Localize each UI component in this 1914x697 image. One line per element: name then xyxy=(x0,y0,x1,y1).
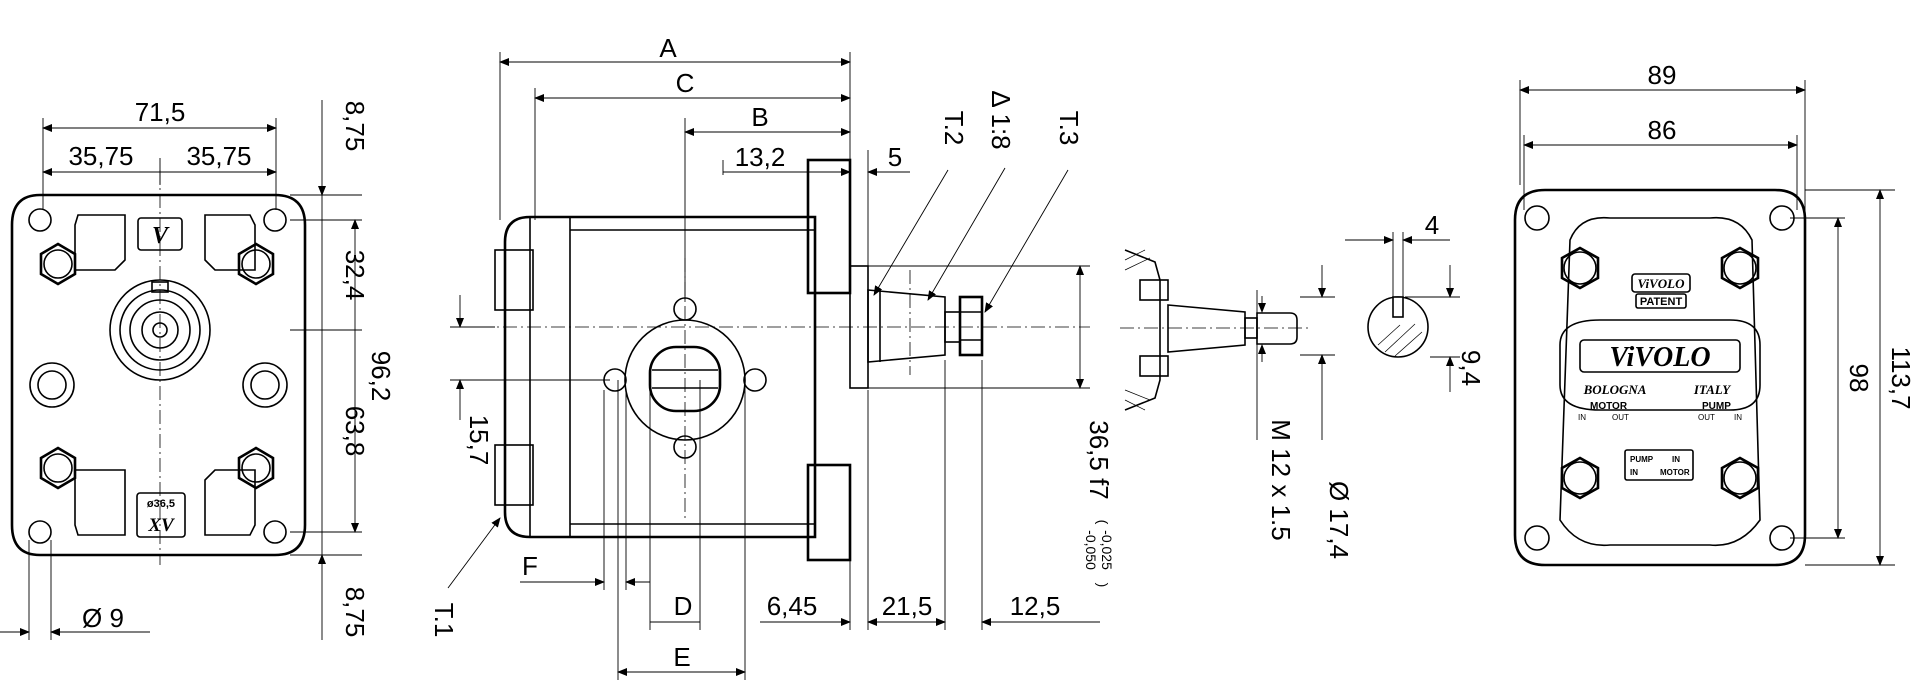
rear-hole-bl xyxy=(1524,525,1550,551)
label-T3: T.3 xyxy=(1054,111,1084,146)
rear-brand-big: ViVOLO xyxy=(1609,342,1710,373)
rear-city: BOLOGNA xyxy=(1583,382,1647,397)
mount-hole-tl xyxy=(28,208,52,232)
rear-motor: MOTOR xyxy=(1590,401,1628,412)
rear-out-left: OUT xyxy=(1612,413,1629,422)
mount-hole-tr xyxy=(263,208,287,232)
dim-21-5: 21,5 xyxy=(882,591,933,621)
rear-flow-in-bottom: IN xyxy=(1630,468,1638,477)
rear-bolt-br xyxy=(1720,456,1760,500)
key-section: 4 9,4 xyxy=(1345,210,1486,392)
label-taper: Δ 1:8 xyxy=(986,90,1016,149)
logo-top: V xyxy=(152,223,170,249)
front-view: V ø36,5 XV 71,5 35,75 35,75 8,75 32,4 63… xyxy=(0,97,396,640)
rear-bolt-tl xyxy=(1560,246,1600,290)
dim-5: 5 xyxy=(888,142,902,172)
rear-patent: PATENT xyxy=(1640,296,1683,308)
tol-upper: -0,025 xyxy=(1099,530,1115,570)
dim-71-5: 71,5 xyxy=(135,97,186,127)
rear-pump: PUMP xyxy=(1702,401,1731,412)
rear-hole-tl xyxy=(1524,205,1550,231)
rear-flow-in-top: IN xyxy=(1672,455,1680,464)
port-right xyxy=(242,362,288,408)
rear-country: ITALY xyxy=(1693,382,1731,397)
dim-86: 86 xyxy=(1648,115,1677,145)
rear-brand-small: ViVOLO xyxy=(1638,276,1686,291)
dim-113-7: 113,7 xyxy=(1886,346,1914,409)
dim-A: A xyxy=(659,33,677,63)
dim-8-75-bottom: 8,75 xyxy=(340,587,370,638)
mount-hole-bl xyxy=(28,520,52,544)
port-left xyxy=(29,362,75,408)
tol-close: ) xyxy=(1095,583,1111,588)
label-T2: T.2 xyxy=(939,111,969,146)
logo-bottom: XV xyxy=(147,515,175,536)
rear-bolt-tr xyxy=(1720,246,1760,290)
rear-in-right: IN xyxy=(1734,413,1742,422)
dim-12-5: 12,5 xyxy=(1010,591,1061,621)
dim-15-7: 15,7 xyxy=(464,415,494,466)
dim-35-75-right: 35,75 xyxy=(186,141,251,171)
dim-6-45: 6,45 xyxy=(767,591,818,621)
size-label: ø36,5 xyxy=(147,498,175,510)
dim-dia-17-4: Ø 17,4 xyxy=(1324,481,1354,559)
flange-upper xyxy=(806,158,852,295)
rear-view: ViVOLO PATENT ViVOLO BOLOGNA ITALY MOTOR… xyxy=(1513,60,1914,567)
dim-13-2: 13,2 xyxy=(735,142,786,172)
tol-open: ( xyxy=(1095,520,1111,525)
rear-flow-motor: MOTOR xyxy=(1660,468,1690,477)
dim-B: B xyxy=(751,102,768,132)
rear-flow-pump: PUMP xyxy=(1630,455,1654,464)
flange-lower xyxy=(806,463,852,562)
dim-8-75-top: 8,75 xyxy=(340,101,370,152)
mount-hole-br xyxy=(263,520,287,544)
dim-F: F xyxy=(522,551,538,581)
bolt-tl xyxy=(39,242,77,286)
dim-D: D xyxy=(674,591,693,621)
rear-cover-outline xyxy=(1513,188,1807,567)
tol-lower: -0,050 xyxy=(1083,530,1099,570)
dim-key-width: 4 xyxy=(1425,210,1439,240)
rear-out-right: OUT xyxy=(1698,413,1715,422)
dim-thread: M 12 x 1.5 xyxy=(1266,419,1296,540)
dim-key-height: 9,4 xyxy=(1456,350,1486,386)
dim-C: C xyxy=(676,68,695,98)
bolt-br xyxy=(237,446,275,490)
front-flange-outline xyxy=(10,193,307,557)
dim-89: 89 xyxy=(1648,60,1677,90)
rear-bolt-bl xyxy=(1560,456,1600,500)
side-view: A C B 13,2 5 T.2 Δ 1:8 T.3 15,7 T.1 xyxy=(429,33,1115,680)
dim-E: E xyxy=(673,642,690,672)
label-T1: T.1 xyxy=(429,603,459,638)
shaft-detail: M 12 x 1.5 Ø 17,4 xyxy=(1120,249,1354,559)
rear-in-left: IN xyxy=(1578,413,1586,422)
dim-hole-dia: Ø 9 xyxy=(82,603,124,633)
size-plate xyxy=(136,492,186,538)
dim-96-2: 96,2 xyxy=(366,351,396,402)
shaft xyxy=(867,289,984,363)
pump-body xyxy=(503,215,817,539)
bolt-bl xyxy=(39,446,77,490)
dim-36-5-f7: 36,5 f7 xyxy=(1084,420,1114,500)
dim-35-75-left: 35,75 xyxy=(68,141,133,171)
bolt-tr xyxy=(237,242,275,286)
dim-98: 98 xyxy=(1844,364,1874,393)
